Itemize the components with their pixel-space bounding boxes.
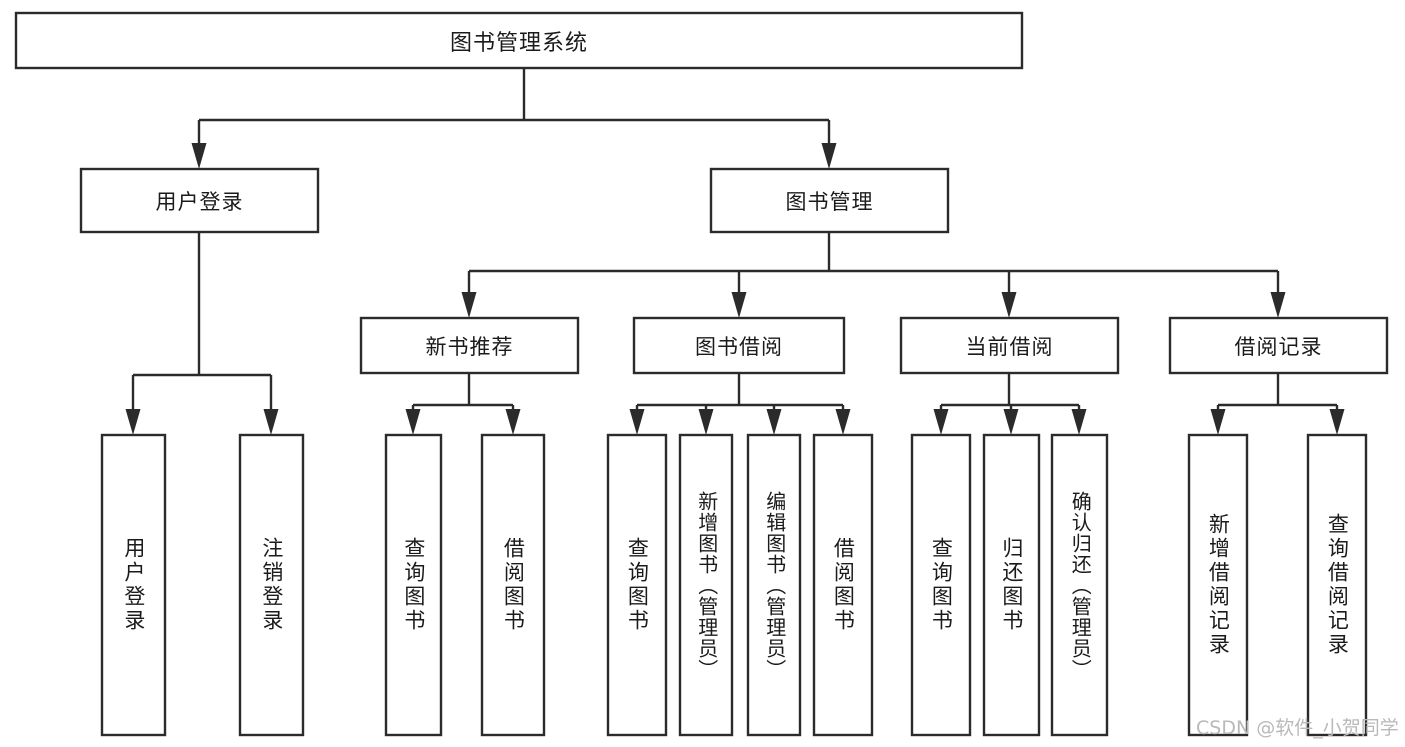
node-box-leaf-query-record[interactable] <box>1306 433 1368 737</box>
node-box-leaf-edit-book[interactable] <box>746 433 802 737</box>
node-box-layer <box>14 11 1389 737</box>
node-box-leaf-logout[interactable] <box>238 433 305 737</box>
node-box-leaf-user-login[interactable] <box>100 433 167 737</box>
node-box-leaf-query-book-3[interactable] <box>910 433 972 737</box>
connector-recommend-to-leaves <box>405 373 521 435</box>
connector-layer <box>125 68 1345 435</box>
node-box-borrow-record[interactable] <box>1168 316 1389 375</box>
connector-bookmanage-to-level3 <box>461 232 1286 318</box>
node-box-book-manage[interactable] <box>709 167 950 234</box>
node-box-leaf-return-book[interactable] <box>982 433 1041 737</box>
node-box-user-login[interactable] <box>79 167 320 234</box>
node-box-leaf-query-book-1[interactable] <box>384 433 443 737</box>
connector-current-to-leaves <box>933 373 1087 435</box>
node-box-leaf-borrow-book-2[interactable] <box>812 433 874 737</box>
node-box-root[interactable] <box>14 11 1024 70</box>
node-box-new-book-recommend[interactable] <box>359 316 580 375</box>
node-box-leaf-confirm-return[interactable] <box>1050 433 1109 737</box>
node-box-current-borrow[interactable] <box>899 316 1120 375</box>
node-box-leaf-borrow-book-1[interactable] <box>480 433 546 737</box>
connector-root-to-level2 <box>191 68 837 169</box>
connector-record-to-leaves <box>1210 373 1345 435</box>
node-box-leaf-query-book-2[interactable] <box>606 433 668 737</box>
connector-userlogin-to-leaves <box>125 232 279 435</box>
connector-borrow-to-leaves <box>629 373 851 435</box>
node-box-leaf-add-book[interactable] <box>678 433 734 737</box>
node-box-leaf-add-record[interactable] <box>1187 433 1249 737</box>
node-box-book-borrow[interactable] <box>632 316 846 375</box>
